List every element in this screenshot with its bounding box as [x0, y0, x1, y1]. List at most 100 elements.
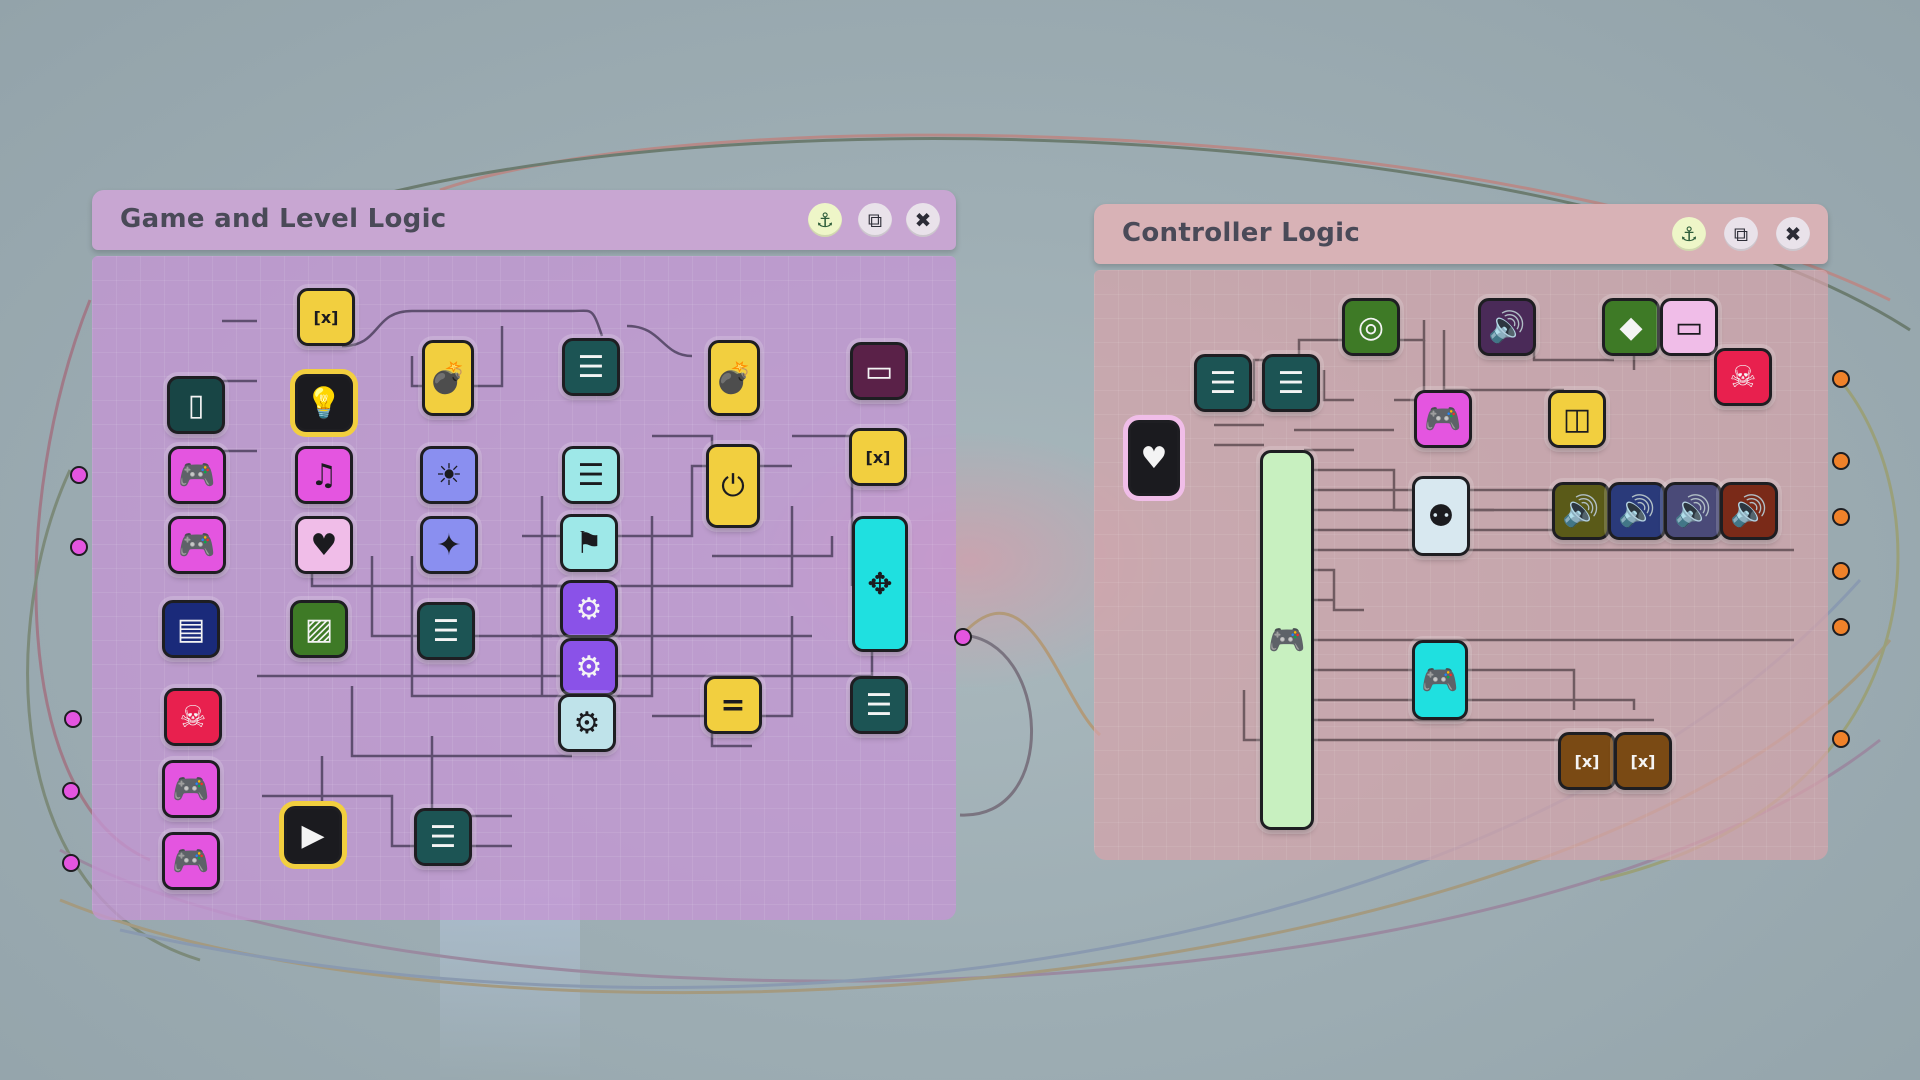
- controller-node-2[interactable]: 🎮: [168, 516, 226, 574]
- speaker-icon: 🔊: [1730, 493, 1768, 529]
- panel-header[interactable]: Controller Logic ⚓ ⧉ ✖: [1094, 204, 1828, 264]
- checkpoint-flag-node[interactable]: ⚑: [560, 514, 618, 572]
- detach-button[interactable]: ⧉: [858, 203, 892, 237]
- variable-node-2[interactable]: [x]: [1614, 732, 1672, 790]
- screen-node[interactable]: ▭: [1660, 298, 1718, 356]
- controller-logic-panel[interactable]: Controller Logic ⚓ ⧉ ✖: [1094, 204, 1828, 860]
- controller-node-4[interactable]: 🎮: [162, 832, 220, 890]
- notes-node[interactable]: ▤: [162, 600, 220, 658]
- skull-node[interactable]: ☠: [164, 688, 222, 746]
- speaker-icon: 🔊: [1674, 493, 1712, 529]
- controller-icon: 🎮: [172, 771, 210, 807]
- controller-icon: 🎮: [1268, 622, 1306, 658]
- lightbulb-icon: 💡: [305, 385, 343, 421]
- controller-icon: 🎮: [172, 843, 210, 879]
- controller-node-2[interactable]: 🎮: [1412, 640, 1468, 720]
- external-port[interactable]: [62, 854, 80, 872]
- controller-icon: 🎮: [1424, 401, 1462, 437]
- heart-node[interactable]: ♥: [1128, 420, 1180, 496]
- music-node[interactable]: ♫: [295, 446, 353, 504]
- gears-icon: ⚙: [575, 649, 603, 685]
- external-port[interactable]: [1832, 452, 1850, 470]
- gears-node-1[interactable]: ⚙: [560, 580, 618, 638]
- skull-icon: ☠: [179, 699, 207, 735]
- target-node[interactable]: ◎: [1342, 298, 1400, 356]
- text-display-icon: ☰: [577, 457, 605, 493]
- global-settings-node[interactable]: ⚙: [558, 694, 616, 752]
- external-port[interactable]: [1832, 370, 1850, 388]
- controller-node-1[interactable]: 🎮: [1414, 390, 1472, 448]
- text-display-node-4[interactable]: ☰: [850, 676, 908, 734]
- pattern-icon: ▨: [304, 611, 334, 647]
- target-icon: ◎: [1357, 309, 1385, 345]
- variable-node-1[interactable]: [x]: [1558, 732, 1616, 790]
- text-display-icon: ☰: [432, 613, 460, 649]
- sparkle-node[interactable]: ✦: [420, 516, 478, 574]
- door-split-node[interactable]: ◫: [1548, 390, 1606, 448]
- equals-icon: =: [720, 687, 746, 723]
- external-port[interactable]: [62, 782, 80, 800]
- heart-icon: ♥: [1140, 440, 1168, 476]
- controller-node-3[interactable]: 🎮: [162, 760, 220, 818]
- close-button[interactable]: ✖: [906, 203, 940, 237]
- diamond-node[interactable]: ◆: [1602, 298, 1660, 356]
- speaker-node-1[interactable]: 🔊: [1478, 298, 1536, 356]
- speaker-node-2[interactable]: 🔊: [1552, 482, 1610, 540]
- movement-node[interactable]: ✥: [852, 516, 908, 652]
- screen-node[interactable]: ▭: [850, 342, 908, 400]
- pattern-node[interactable]: ▨: [290, 600, 348, 658]
- splitter-icon: ▶: [301, 817, 325, 853]
- timer-node[interactable]: ⏻: [706, 444, 760, 528]
- external-port[interactable]: [70, 538, 88, 556]
- close-button[interactable]: ✖: [1776, 217, 1810, 251]
- speaker-node-3[interactable]: 🔊: [1608, 482, 1666, 540]
- settings-icon: ⚙: [573, 705, 601, 741]
- text-display-node[interactable]: ☰: [562, 338, 620, 396]
- compare-node[interactable]: =: [704, 676, 762, 734]
- speaker-node-5[interactable]: 🔊: [1720, 482, 1778, 540]
- text-display-icon: ☰: [865, 687, 893, 723]
- splitter-node[interactable]: ▶: [284, 806, 342, 864]
- anchor-button[interactable]: ⚓: [808, 203, 842, 237]
- external-port[interactable]: [64, 710, 82, 728]
- text-display-node-2[interactable]: ☰: [562, 446, 620, 504]
- lightbulb-node[interactable]: 💡: [295, 374, 353, 432]
- external-port[interactable]: [70, 466, 88, 484]
- controller-sensor-node[interactable]: 🎮: [1260, 450, 1314, 830]
- text-display-node-3[interactable]: ☰: [417, 602, 475, 660]
- speaker-node-4[interactable]: 🔊: [1664, 482, 1722, 540]
- health-node[interactable]: ♥: [295, 516, 353, 574]
- character-node[interactable]: ⚉: [1412, 476, 1470, 556]
- bomb-node[interactable]: 💣: [422, 340, 474, 416]
- variable-icon: [x]: [865, 447, 891, 467]
- external-port[interactable]: [1832, 618, 1850, 636]
- bomb-node-2[interactable]: 💣: [708, 340, 760, 416]
- detach-button[interactable]: ⧉: [1724, 217, 1758, 251]
- anchor-button[interactable]: ⚓: [1672, 217, 1706, 251]
- wire-bridge-2: [960, 611, 1101, 737]
- weather-node[interactable]: ☀: [420, 446, 478, 504]
- notes-icon: ▤: [176, 611, 206, 647]
- variable-node-2[interactable]: [x]: [849, 428, 907, 486]
- variable-icon: [x]: [1630, 751, 1656, 771]
- panel-header[interactable]: Game and Level Logic ⚓ ⧉ ✖: [92, 190, 956, 250]
- external-port[interactable]: [1832, 508, 1850, 526]
- music-icon: ♫: [310, 457, 338, 493]
- external-port[interactable]: [1832, 562, 1850, 580]
- controller-icon: 🎮: [178, 457, 216, 493]
- door-icon: ▯: [187, 387, 205, 423]
- door-node[interactable]: ▯: [167, 376, 225, 434]
- external-port[interactable]: [1832, 730, 1850, 748]
- text-display-node-5[interactable]: ☰: [414, 808, 472, 866]
- text-display-node-2[interactable]: ☰: [1262, 354, 1320, 412]
- text-display-node-1[interactable]: ☰: [1194, 354, 1252, 412]
- game-level-logic-panel[interactable]: Game and Level Logic ⚓ ⧉ ✖: [92, 190, 956, 920]
- panel-canvas[interactable]: [92, 256, 956, 920]
- gears-icon: ⚙: [575, 591, 603, 627]
- controller-node-1[interactable]: 🎮: [168, 446, 226, 504]
- gears-node-2[interactable]: ⚙: [560, 638, 618, 696]
- controller-icon: 🎮: [178, 527, 216, 563]
- skull-node[interactable]: ☠: [1714, 348, 1772, 406]
- variable-node[interactable]: [x]: [297, 288, 355, 346]
- external-port[interactable]: [954, 628, 972, 646]
